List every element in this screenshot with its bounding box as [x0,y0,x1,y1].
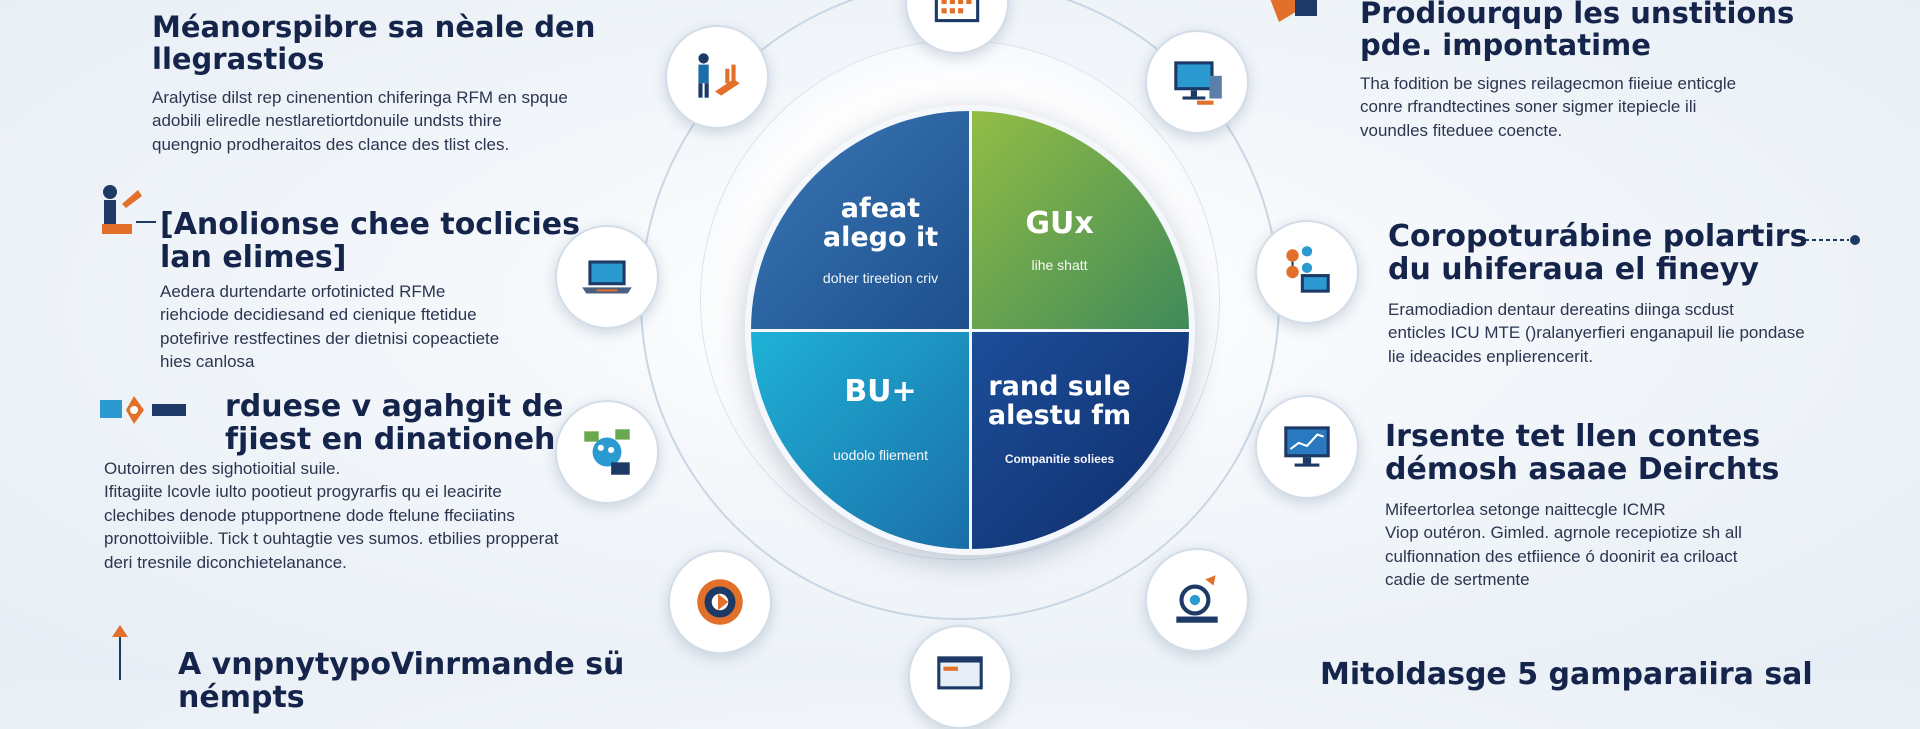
heading-line: Irsente tet llen contes [1385,419,1761,454]
body-line: Aedera durtendarte orfotinicted RFMe [160,282,446,301]
block-heading: rduese v agahgit de fjiest en dinationeh [225,390,605,456]
body-line: quengnio prodheraitos des clance des tli… [152,134,510,154]
desktop-chart-icon [1284,426,1330,467]
calendar-grid-icon [934,0,980,23]
node-network-devices [1255,220,1359,324]
left-block-4: A vnpnytypoVinrmande sü némpts [178,648,698,714]
growth-gear-icon [1176,575,1218,623]
body-line: Tha fodition be signes reilagecmon fiiei… [1360,73,1737,93]
quadrant-circle: afeat alego it doher tireetion criv GUx … [745,105,1195,555]
node-monitor-dashboard [1145,30,1249,134]
heading-line: [Anolionse chee toclicies [160,207,580,242]
presenter-icon [96,182,164,259]
quadrant-title: BU+ [844,373,917,409]
right-block-2: Coropoturábine polartirs du uhiferaua el… [1388,220,1908,368]
block-body: Eramodiadion dentaur dereatins diinga sc… [1388,298,1908,368]
laptop-analytics-icon [582,260,632,294]
block-heading: Irsente tet llen contes démosh asaae Dei… [1385,420,1905,486]
block-heading: Coropoturábine polartirs du uhiferaua el… [1388,220,1908,286]
body-line: conre rfrandtectines soner sigmer itepie… [1360,97,1697,117]
body-line: cadie de sertmente [1385,570,1530,590]
node-browser-window [908,625,1012,729]
target-coin-icon [697,579,743,625]
heading-line: du uhiferaua el fineyy [1388,252,1759,287]
quadrant-title: rand sule alestu fm [987,371,1132,431]
node-presenter-chart [665,25,769,129]
body-line: potefirive restfectines der dietnisi cop… [160,328,500,348]
block-heading: A vnpnytypoVinrmande sü némpts [178,647,625,715]
right-block-4: Mitoldasge 5 gamparaiira sal [1320,658,1880,691]
heading-line: Méanorspibre sa nèale den [152,10,596,44]
body-line: Viop outéron. Gimled. agrnole recepiotiz… [1385,523,1742,543]
right-block-3: Irsente tet llen contes démosh asaae Dei… [1385,420,1905,592]
node-desktop-chart [1255,395,1359,499]
left-block-3-body: Outoirren des sighotioitial suile. Ifita… [104,457,624,574]
body-line: voundles fiteduee coencte. [1360,120,1563,140]
quadrant-bottom-right: rand sule alestu fm Companitie soliees [970,330,1189,549]
body-line: pronottoiviible. Tick t ouhtagtie ves su… [104,529,559,549]
body-line: Ifitagiite lcovle iulto pootieut progyra… [104,482,502,502]
block-heading: Prodiourqup les unstitions pde. impontat… [1360,0,1900,62]
quadrant-subtitle: Companitie soliees [1004,451,1115,466]
left-block-2: [Anolionse chee toclicies lan elimes] Ae… [160,208,610,374]
quadrant-subtitle: lihe shatt [1031,257,1088,274]
body-line: hies canlosa [160,352,255,372]
heading-line: démosh asaae Deirchts [1385,452,1780,487]
heading-line: Prodiourqup les unstitions [1360,0,1795,30]
right-block-1: Prodiourqup les unstitions pde. impontat… [1360,0,1900,142]
block-heading: Mitoldasge 5 gamparaiira sal [1320,657,1813,692]
rocket-launch-icon [100,392,196,437]
network-devices-icon [1286,246,1330,293]
block-heading: Méanorspibre sa nèale den llegrastios [152,10,632,76]
quadrant-subtitle: doher tireetion criv [822,269,939,286]
body-line: clechibes denode ptupportnene dode ftelu… [104,505,515,525]
monitor-dashboard-icon [1174,61,1222,105]
node-people-network [555,400,659,504]
block-body: Tha fodition be signes reilagecmon fiiei… [1360,72,1900,142]
heading-line: llegrastios [152,41,325,76]
connector-dot-icon [1805,230,1865,255]
heading-line: Coropoturábine polartirs [1388,219,1808,254]
quadrant-divider [751,329,1189,332]
quadrant-top-left: afeat alego it doher tireetion criv [751,111,970,330]
megaphone-icon [1265,0,1335,37]
presenter-chart-icon [698,53,740,98]
heading-line: rduese v agahgit de [225,389,564,424]
quadrant-top-right: GUx lihe shatt [970,111,1189,330]
body-line: Mifeertorlea setonge naittecgle ICMR [1385,500,1666,519]
node-growth-gear [1145,548,1249,652]
block-body: Aedera durtendarte orfotinicted RFMe rie… [160,280,610,374]
heading-line: lan elimes] [160,240,347,275]
body-line: culfionnation des etfiience ó doonirit e… [1385,546,1738,566]
block-body: Mifeertorlea setonge naittecgle ICMR Vio… [1385,498,1905,592]
body-line: enticles ICU MTE ()ralanyerfieri enganap… [1388,323,1805,343]
quadrant-title-line: alestu fm [987,399,1132,431]
quadrant-subtitle: uodolo fliement [833,447,928,464]
quadrant-title-line: afeat [840,193,921,225]
arrow-up-icon [110,625,130,685]
body-line: adobili eliredle nestlaretiortdonuile un… [152,111,502,131]
left-block-3: rduese v agahgit de fjiest en dinationeh [225,390,605,456]
heading-line: pde. impontatime [1360,27,1651,62]
body-line: deri tresnile diconchietelanance. [104,552,347,572]
body-line: Aralytise dilst rep cinenention chiferin… [152,87,568,107]
quadrant-title: GUx [1025,205,1094,241]
node-laptop-analytics [555,225,659,329]
body-line: Outoirren des sighotioitial suile. [104,459,341,478]
node-target-coin [668,550,772,654]
browser-window-icon [937,656,983,690]
people-network-icon [584,429,630,475]
body-line: Eramodiadion dentaur dereatins diinga sc… [1388,300,1734,319]
block-body: Outoirren des sighotioitial suile. Ifita… [104,457,624,574]
quadrant-title-line: rand sule [988,371,1131,403]
quadrant-bottom-left: BU+ uodolo fliement [751,330,970,549]
body-line: riehciode decidiesand ed cienique ftetid… [160,305,477,325]
body-line: lie ideacides enplierencerit. [1388,346,1594,366]
block-heading: [Anolionse chee toclicies lan elimes] [160,208,610,274]
quadrant-title: afeat alego it [822,193,939,253]
heading-line: fjiest en dinationeh [225,422,556,457]
block-body: Aralytise dilst rep cinenention chiferin… [152,86,632,156]
left-block-1: Méanorspibre sa nèale den llegrastios Ar… [152,10,632,156]
quadrant-title-line: alego it [822,221,939,253]
